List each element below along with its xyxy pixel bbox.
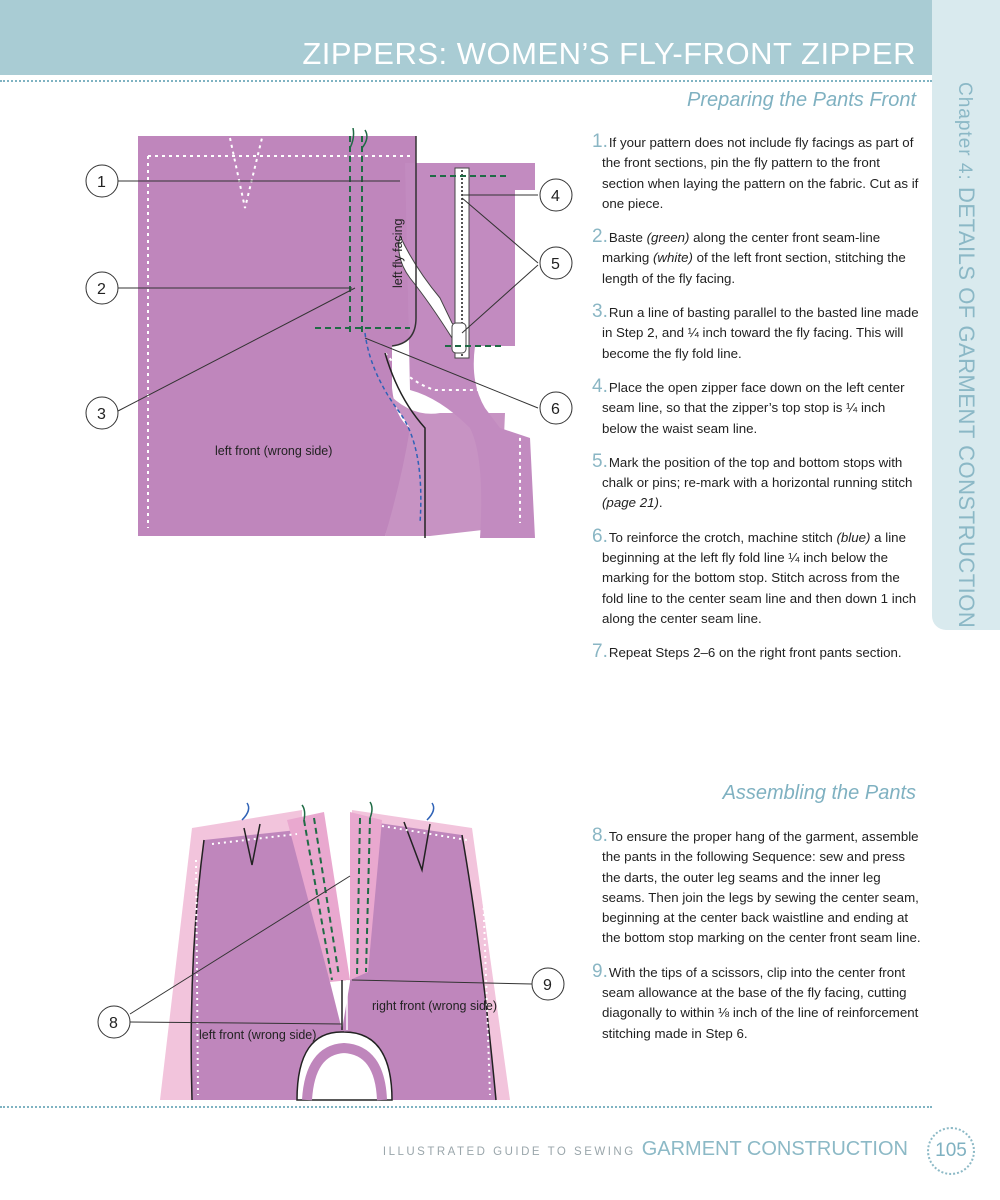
label-left-front: left front (wrong side) <box>215 444 332 458</box>
steps-section-1: 1.If your pattern does not include fly f… <box>592 131 922 664</box>
step-1: 1.If your pattern does not include fly f… <box>592 131 922 214</box>
section-title-preparing: Preparing the Pants Front <box>686 89 916 111</box>
step-text: Place the open zipper face down on the l… <box>602 379 905 436</box>
crotch-opening <box>296 1031 393 1101</box>
callout-5: 5 <box>551 256 560 273</box>
step-emphasis: (white) <box>653 250 693 266</box>
step-number: 2. <box>592 226 608 248</box>
figure-pants-front: left front (wrong side) left fly facing … <box>85 128 573 538</box>
step-emphasis: (blue) <box>836 529 871 545</box>
callout-4: 4 <box>551 188 560 205</box>
footer-series: ILLUSTRATED GUIDE TO SEWING <box>382 1146 636 1158</box>
step-emphasis: (green) <box>646 230 690 246</box>
step-text: a line beginning at the left fly fold li… <box>602 529 917 626</box>
label-left-fly-facing: left fly facing <box>391 218 405 288</box>
reinforcement-stitching <box>364 332 422 524</box>
header-divider <box>0 80 932 82</box>
fly-facing-panel <box>405 163 535 538</box>
right-front-leg <box>342 820 496 1100</box>
footer-running-title: ILLUSTRATED GUIDE TO SEWING GARMENT CONST… <box>383 1138 908 1161</box>
label-left-front: left front (wrong side) <box>199 1028 316 1042</box>
step-text: If your pattern does not include fly fac… <box>602 135 919 211</box>
callout-3: 3 <box>97 406 106 423</box>
step-3: 3.Run a line of basting parallel to the … <box>592 301 922 364</box>
step-number: 3. <box>592 301 608 323</box>
step-number: 6. <box>592 525 608 547</box>
callout-8: 8 <box>109 1015 118 1032</box>
step-text: To reinforce the crotch, machine stitch <box>608 529 837 545</box>
zipper-pull <box>451 322 467 354</box>
left-front-leg <box>191 830 342 1100</box>
header-band <box>0 0 932 75</box>
step-9: 9.With the tips of a scissors, clip into… <box>592 960 922 1044</box>
page-title: ZIPPERS: WOMEN’S FLY-FRONT ZIPPER <box>302 36 916 71</box>
step-2: 2.Baste (green) along the center front s… <box>592 227 922 289</box>
step-number: 8. <box>592 825 608 846</box>
step-text: Repeat Steps 2–6 on the right front pant… <box>608 645 902 661</box>
step-number: 5. <box>592 450 608 472</box>
step-text: Baste <box>608 230 647 246</box>
step-text: along the center front seam-line marking <box>602 230 881 266</box>
step-5: 5.Mark the position of the top and botto… <box>592 450 922 514</box>
step-text: of the left front section, stitching the… <box>602 250 906 286</box>
section-title-assembling: Assembling the Pants <box>722 782 916 804</box>
step-text: Mark the position of the top and bottom … <box>602 454 913 491</box>
chapter-tab <box>932 0 1000 630</box>
chapter-tab-label: Chapter 4: DETAILS OF GARMENT CONSTRUCTI… <box>953 82 979 628</box>
step-number: 7. <box>592 641 608 663</box>
step-8: 8.To ensure the proper hang of the garme… <box>592 825 922 949</box>
footer-book: GARMENT CONSTRUCTION <box>641 1138 908 1160</box>
step-emphasis: (page 21) <box>602 495 659 511</box>
page-number: 105 <box>927 1127 975 1175</box>
page-number-text: 105 <box>935 1140 967 1161</box>
callout-2: 2 <box>97 281 106 298</box>
step-number: 4. <box>592 375 608 397</box>
step-6: 6.To reinforce the crotch, machine stitc… <box>592 525 922 629</box>
label-right-front: right front (wrong side) <box>372 999 497 1013</box>
chapter-title: DETAILS OF GARMENT CONSTRUCTION <box>954 187 979 629</box>
step-7: 7.Repeat Steps 2–6 on the right front pa… <box>592 642 922 663</box>
step-number: 9. <box>592 960 608 982</box>
zipper-open-half <box>398 234 461 339</box>
step-number: 1. <box>592 131 608 152</box>
callout-6: 6 <box>551 401 560 418</box>
footer-divider <box>0 1106 932 1108</box>
figure-assembling-pants: left front (wrong side) right front (wro… <box>97 801 565 1101</box>
step-text: With the tips of a scissors, clip into t… <box>602 964 919 1041</box>
step-text: To ensure the proper hang of the garment… <box>602 829 921 946</box>
steps-section-2: 8.To ensure the proper hang of the garme… <box>592 825 922 1044</box>
step-text: . <box>658 495 663 511</box>
step-text: Run a line of basting parallel to the ba… <box>602 305 919 361</box>
chapter-number: Chapter 4: <box>954 82 975 181</box>
step-4: 4.Place the open zipper face down on the… <box>592 375 922 439</box>
callout-1: 1 <box>97 174 106 191</box>
left-front-fabric <box>138 136 416 536</box>
callout-9: 9 <box>543 977 552 994</box>
